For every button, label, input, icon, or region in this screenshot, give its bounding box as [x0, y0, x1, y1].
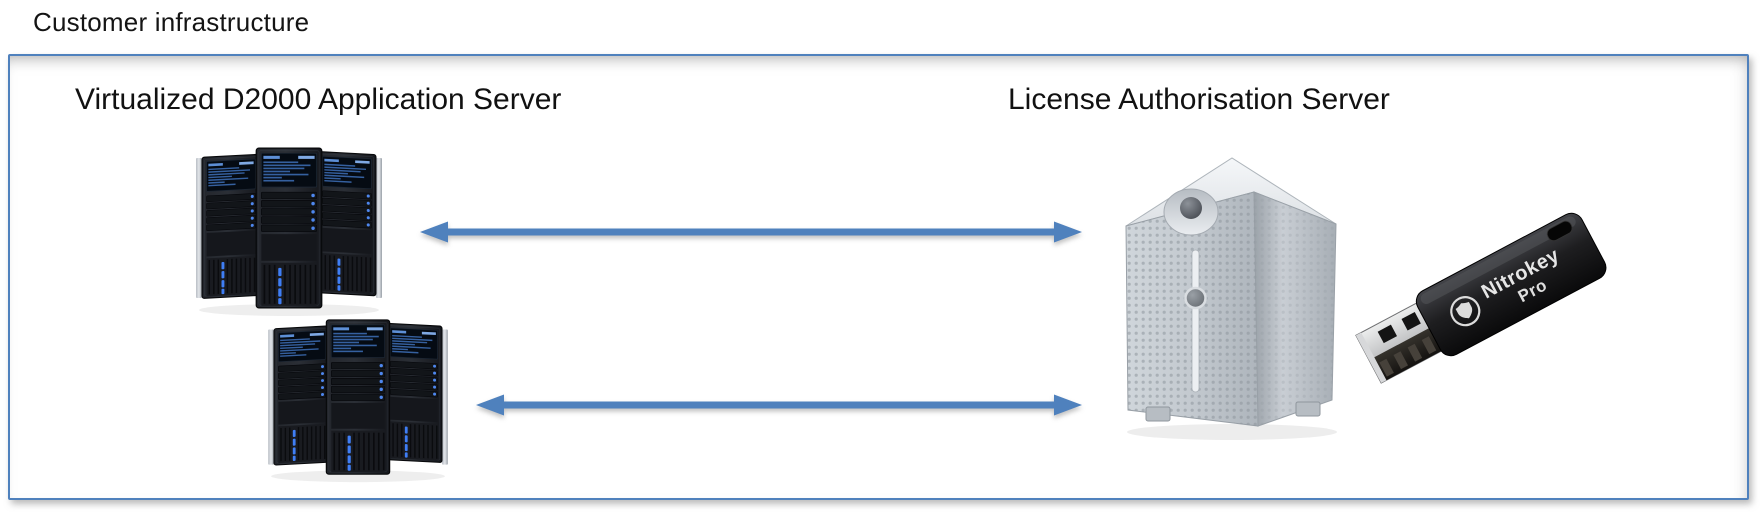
lanyard-hole	[1546, 220, 1573, 242]
slot-knob	[1184, 286, 1207, 310]
bidirectional-arrow-icon	[476, 394, 1082, 416]
power-button-icon	[1180, 197, 1202, 219]
usb-security-key-icon: Nitrokey Pro	[1355, 212, 1607, 384]
license-server-label: License Authorisation Server	[1008, 83, 1390, 116]
server-cluster-icon	[260, 314, 456, 484]
nitrokey-shield-logo-icon	[1450, 296, 1481, 327]
bidirectional-arrow-icon	[420, 221, 1082, 243]
diagram-title: Customer infrastructure	[33, 7, 310, 37]
tower-server-icon	[1125, 157, 1337, 440]
server-cluster-icon	[193, 142, 385, 318]
app-server-label: Virtualized D2000 Application Server	[75, 83, 562, 116]
usb-key-body	[1415, 212, 1607, 357]
front-slot	[1191, 249, 1200, 393]
